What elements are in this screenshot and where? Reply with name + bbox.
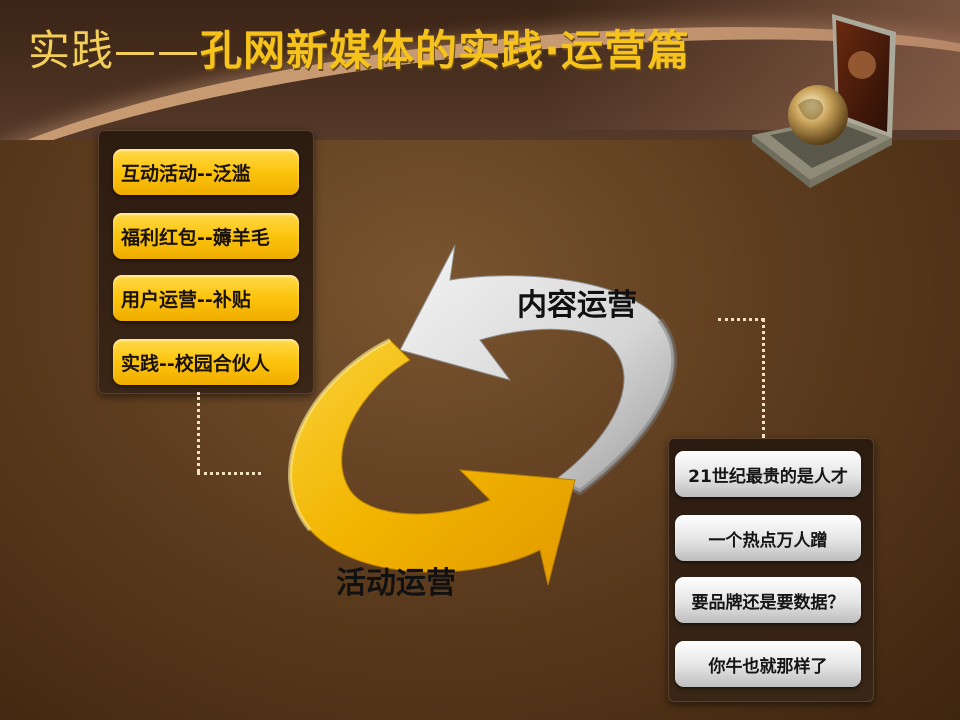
title-main: 孔网新媒体的实践·运营篇 [200,26,690,75]
activity-operation-label: 活动运营 [336,566,456,601]
left-item-label: 福利红包--薅羊毛 [121,226,270,249]
cycle-arrows [288,244,678,586]
laptop-globe-icon [752,14,896,188]
left-item-welfare-redpacket[interactable]: 福利红包--薅羊毛 [113,213,299,259]
content-operation-arrow [399,244,678,496]
left-item-label: 互动活动--泛滥 [121,162,251,185]
page-title: 实践——孔网新媒体的实践·运营篇 [28,30,690,72]
right-connector-horizontal [718,318,764,321]
right-panel: 21世纪最贵的是人才 一个热点万人蹭 要品牌还是要数据？ 你牛也就那样了 [668,438,874,702]
content-operation-label: 内容运营 [517,288,637,323]
right-item-label: 你牛也就那样了 [708,656,828,677]
left-item-label: 实践--校园合伙人 [121,352,270,375]
right-item-label: 要品牌还是要数据？ [691,592,845,613]
right-item-label: 一个热点万人蹭 [708,530,828,551]
title-prefix: 实践—— [28,26,201,75]
right-item-talent[interactable]: 21世纪最贵的是人才 [675,451,861,497]
left-connector-vertical [197,392,200,472]
left-connector-horizontal [197,472,261,475]
right-item-brand-or-data[interactable]: 要品牌还是要数据？ [675,577,861,623]
activity-operation-arrow [288,338,576,586]
left-item-label: 用户运营--补贴 [121,288,251,311]
left-panel: 互动活动--泛滥 福利红包--薅羊毛 用户运营--补贴 实践--校园合伙人 [98,130,314,394]
left-item-interactive-activity[interactable]: 互动活动--泛滥 [113,149,299,195]
right-connector-vertical [762,318,765,438]
right-item-you-are-just-so[interactable]: 你牛也就那样了 [675,641,861,687]
right-item-hotspot[interactable]: 一个热点万人蹭 [675,515,861,561]
left-item-campus-partner[interactable]: 实践--校园合伙人 [113,339,299,385]
left-item-user-operation[interactable]: 用户运营--补贴 [113,275,299,321]
right-item-label: 21世纪最贵的是人才 [688,466,848,487]
